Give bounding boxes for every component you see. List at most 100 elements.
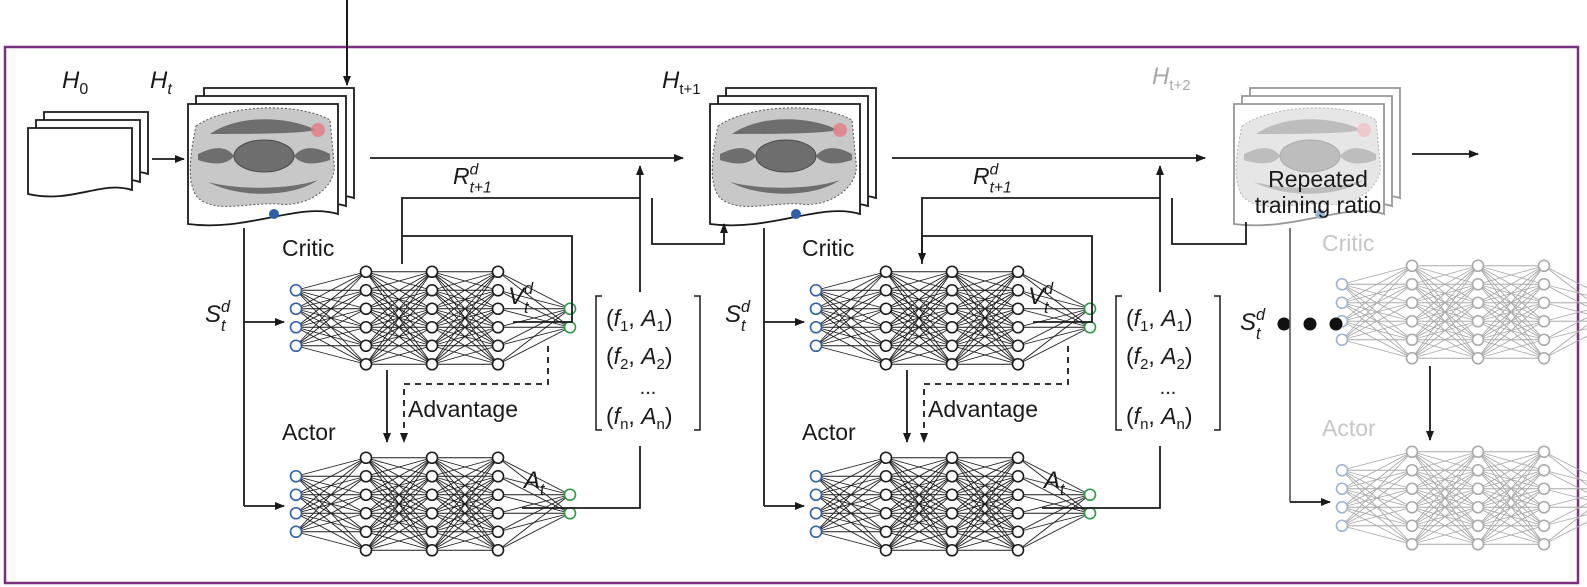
input-node <box>289 469 303 483</box>
hidden-node <box>359 283 373 297</box>
hidden-node <box>1537 259 1551 273</box>
hidden-node <box>879 302 893 316</box>
hidden-node <box>491 302 505 316</box>
input-node <box>289 525 303 539</box>
reward-to-critic-line <box>401 197 640 264</box>
repeated-label-line1: Repeated <box>1268 166 1368 192</box>
hidden-node <box>1405 314 1419 328</box>
faded-critic-label: Critic <box>1322 230 1374 256</box>
action-pairs-bracket: (f1, A1)(f2, A2)...(fn, An) <box>1115 295 1221 433</box>
hidden-node <box>1011 506 1025 520</box>
hidden-node <box>879 357 893 371</box>
hidden-node <box>1011 283 1025 297</box>
faded-critic-network <box>1335 259 1587 365</box>
hidden-node <box>1471 500 1485 514</box>
hidden-node <box>879 469 893 483</box>
hidden-node <box>425 283 439 297</box>
input-node <box>1335 333 1349 347</box>
hidden-node <box>491 283 505 297</box>
hidden-node <box>425 265 439 279</box>
hidden-node <box>1405 259 1419 273</box>
faded-actor-network <box>1335 445 1587 551</box>
hidden-node <box>1537 537 1551 551</box>
input-node <box>1335 500 1349 514</box>
hidden-node <box>1405 445 1419 459</box>
input-node <box>1335 463 1349 477</box>
hidden-node <box>945 320 959 334</box>
critic-label: Critic <box>802 235 854 261</box>
output-node <box>563 488 577 502</box>
hidden-node <box>1537 445 1551 459</box>
hidden-node <box>425 451 439 465</box>
pair-entry: (fn, An) <box>1126 403 1193 433</box>
input-node <box>289 488 303 502</box>
advantage-dashed-arrow <box>920 346 1069 443</box>
output-node <box>1083 506 1097 520</box>
actor-label: Actor <box>802 419 856 445</box>
pair-entry: (f1, A1) <box>1126 305 1193 335</box>
hidden-node <box>1471 259 1485 273</box>
hidden-node <box>1011 265 1025 279</box>
hidden-node <box>359 506 373 520</box>
output-node <box>1083 320 1097 334</box>
hidden-node <box>1011 469 1025 483</box>
hidden-node <box>1537 277 1551 291</box>
hidden-node <box>879 488 893 502</box>
input-node <box>809 525 823 539</box>
outer-frame <box>3 45 1580 585</box>
input-node <box>1335 296 1349 310</box>
hidden-node <box>491 469 505 483</box>
hidden-node <box>1471 351 1485 365</box>
hidden-node <box>1405 500 1419 514</box>
hidden-node <box>1471 463 1485 477</box>
ellipsis-dot <box>1277 317 1291 331</box>
action-pairs-bracket: (f1, A1)(f2, A2)...(fn, An) <box>595 295 701 433</box>
hidden-node <box>425 469 439 483</box>
hidden-node <box>945 506 959 520</box>
hidden-node <box>945 543 959 557</box>
hidden-node <box>1471 519 1485 533</box>
hidden-node <box>425 339 439 353</box>
h0-history-stack <box>27 111 149 198</box>
input-node <box>289 302 303 316</box>
hidden-node <box>425 302 439 316</box>
hidden-node <box>359 543 373 557</box>
input-node <box>1335 482 1349 496</box>
ellipsis-dot <box>1303 317 1317 331</box>
hidden-node <box>1011 339 1025 353</box>
hidden-node <box>879 506 893 520</box>
label-ht: Ht <box>150 67 172 98</box>
hidden-node <box>1011 302 1025 316</box>
reward-to-critic-line <box>921 197 1160 264</box>
input-node <box>809 469 823 483</box>
hidden-node <box>491 451 505 465</box>
hidden-node <box>945 488 959 502</box>
critic-network <box>809 265 1097 371</box>
hidden-node <box>425 357 439 371</box>
hidden-node <box>425 488 439 502</box>
hidden-node <box>1537 500 1551 514</box>
hidden-node <box>359 265 373 279</box>
hidden-node <box>491 506 505 520</box>
pair-ellipsis: ... <box>640 377 657 399</box>
hidden-node <box>1011 488 1025 502</box>
hidden-node <box>945 357 959 371</box>
hidden-node <box>1537 333 1551 347</box>
hidden-node <box>1471 482 1485 496</box>
input-node <box>809 488 823 502</box>
hidden-node <box>359 525 373 539</box>
input-node <box>809 320 823 334</box>
hidden-node <box>945 525 959 539</box>
advantage-label: Advantage <box>408 396 518 422</box>
action-label: At <box>522 467 546 499</box>
ht-plasma-stack <box>187 87 355 227</box>
pair-entry: (f2, A2) <box>606 343 673 373</box>
hidden-node <box>1011 357 1025 371</box>
input-node <box>809 506 823 520</box>
hidden-node <box>1405 277 1419 291</box>
